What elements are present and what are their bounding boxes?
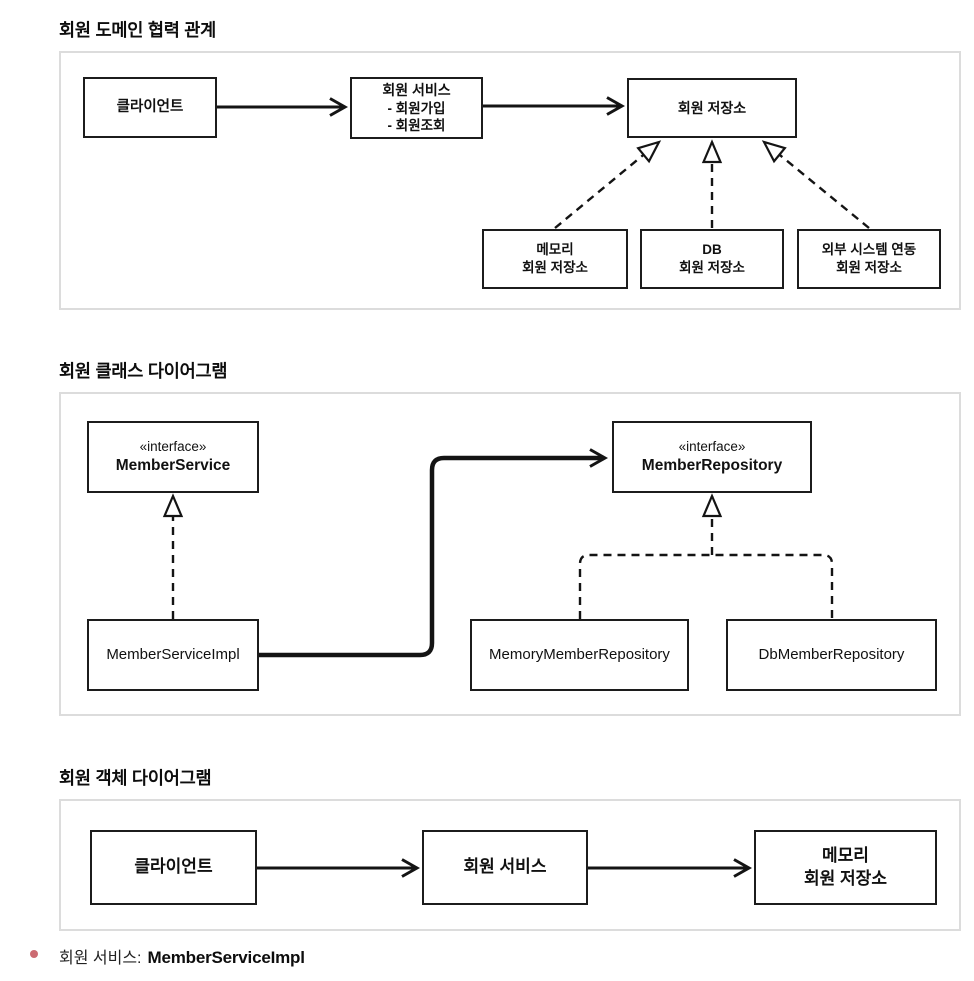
section-title-collaboration: 회원 도메인 협력 관계 <box>59 20 217 40</box>
db-member-repository-box: DbMemberRepository <box>726 619 937 691</box>
footnote-value: MemberServiceImpl <box>147 948 305 967</box>
class-diagram-frame: «interface» MemberService MemberServiceI… <box>59 392 961 716</box>
generalization-memory-store <box>554 140 662 229</box>
collaboration-diagram-frame: 클라이언트 회원 서비스 - 회원가입 - 회원조회 회원 저장소 메모리 회원… <box>59 51 961 310</box>
member-service-box: 회원 서비스 - 회원가입 - 회원조회 <box>350 77 483 139</box>
object-member-service-box: 회원 서비스 <box>422 830 588 905</box>
bullet-icon <box>30 950 38 958</box>
external-member-store-box: 외부 시스템 연동 회원 저장소 <box>797 229 941 289</box>
footnote-label: 회원 서비스: <box>59 950 142 967</box>
footnote: 회원 서비스: MemberServiceImpl <box>59 944 305 968</box>
member-service-name: MemberService <box>115 456 231 474</box>
interface-member-repository-box: «interface» MemberRepository <box>612 421 812 493</box>
db-member-store-box: DB 회원 저장소 <box>640 229 784 289</box>
member-service-title: 회원 서비스 <box>382 82 451 99</box>
member-service-item-find: - 회원조회 <box>387 118 446 134</box>
member-repository-name: MemberRepository <box>641 456 783 474</box>
section-title-class-diagram: 회원 클래스 다이어그램 <box>59 361 228 381</box>
member-repository-stereotype: «interface» <box>678 439 746 455</box>
generalization-external-store <box>761 140 870 229</box>
collaboration-connectors <box>217 53 870 229</box>
object-diagram-frame: 클라이언트 회원 서비스 메모리 회원 저장소 <box>59 799 961 931</box>
member-store-box: 회원 저장소 <box>627 78 797 138</box>
member-service-stereotype: «interface» <box>139 439 207 455</box>
class-diagram-connectors <box>162 394 834 658</box>
association-impl-to-repository <box>259 458 604 658</box>
section-title-object-diagram: 회원 객체 다이어그램 <box>59 768 212 788</box>
member-service-item-join: - 회원가입 <box>387 100 446 116</box>
object-diagram-connectors <box>257 801 959 929</box>
client-box: 클라이언트 <box>83 77 217 138</box>
object-client-box: 클라이언트 <box>90 830 257 905</box>
member-service-impl-box: MemberServiceImpl <box>87 619 259 691</box>
memory-member-repository-box: MemoryMemberRepository <box>470 619 689 691</box>
interface-member-service-box: «interface» MemberService <box>87 421 259 493</box>
realization-branch-memory-db <box>578 553 834 619</box>
object-memory-store-box: 메모리 회원 저장소 <box>754 830 937 905</box>
memory-member-store-box: 메모리 회원 저장소 <box>482 229 628 289</box>
